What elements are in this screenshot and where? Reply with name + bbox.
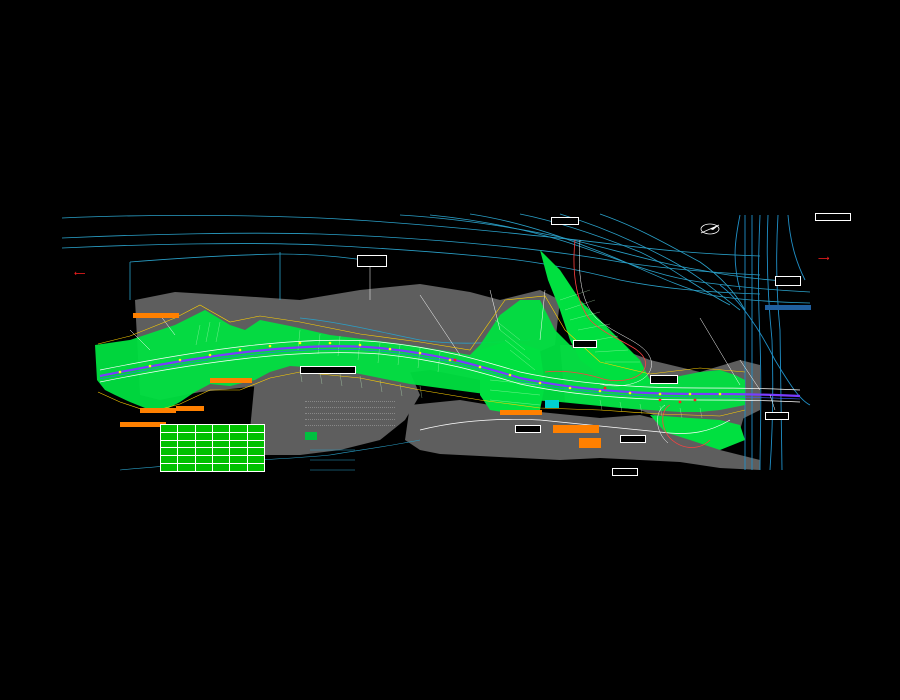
contour-lines xyxy=(61,213,811,344)
orange-label xyxy=(210,378,252,383)
orange-label xyxy=(553,425,599,433)
label-box xyxy=(815,213,851,221)
orange-label xyxy=(579,438,601,448)
ramp-loop xyxy=(544,239,711,448)
right-arrow-icon: ⟶ xyxy=(818,254,830,263)
existing-road xyxy=(719,214,811,471)
label-box xyxy=(300,366,356,374)
drawing-notes xyxy=(305,398,395,442)
orange-label xyxy=(500,410,542,415)
orange-label xyxy=(140,408,176,413)
left-arrow-icon: ⟵ xyxy=(74,269,86,278)
left-direction: ⟵ xyxy=(74,270,85,278)
leader-lines xyxy=(129,265,776,411)
label-box xyxy=(515,425,541,433)
slope-hatching xyxy=(195,289,703,419)
orange-label xyxy=(765,305,811,310)
red-markers xyxy=(453,358,697,404)
orange-label xyxy=(176,406,204,411)
legend-table xyxy=(159,424,266,472)
label-box xyxy=(551,217,579,225)
label-box xyxy=(765,412,789,420)
station-markers xyxy=(118,341,722,396)
north-arrow-icon xyxy=(700,223,720,235)
label-box xyxy=(357,255,387,267)
label-box xyxy=(620,435,646,443)
orange-label xyxy=(120,422,166,427)
cyan-patch xyxy=(545,400,559,408)
label-box xyxy=(612,468,638,476)
road-edges xyxy=(99,339,801,434)
label-box xyxy=(573,340,597,348)
label-box xyxy=(650,375,678,384)
right-direction: ⟶ xyxy=(818,255,829,263)
label-box xyxy=(775,276,801,286)
orange-label xyxy=(133,313,179,318)
